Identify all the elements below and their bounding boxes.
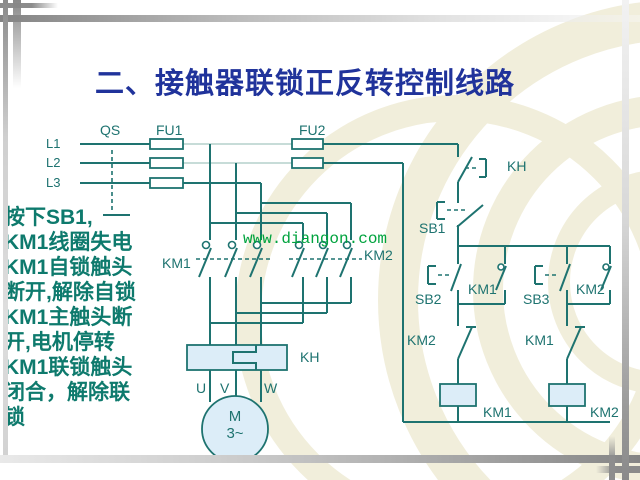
label-sb3: SB3 <box>523 291 550 307</box>
label-u: U <box>196 380 207 396</box>
label-km1-main: KM1 <box>162 255 191 271</box>
frame-bar <box>3 0 8 456</box>
label-km2-coil: KM2 <box>590 404 619 420</box>
note-line: 断开,解除自锁 <box>4 281 136 304</box>
label-w: W <box>264 380 278 396</box>
power-circuit <box>80 138 458 463</box>
frame-bar <box>0 3 58 8</box>
label-km2-interlock: KM2 <box>407 332 436 348</box>
note-line: KM1线圈失电 <box>4 231 133 254</box>
label-km1-coil: KM1 <box>483 404 512 420</box>
label-km2-aux: KM2 <box>576 281 605 297</box>
note-text: 按下SB1, KM1线圈失电 KM1自锁触头 断开,解除自锁 KM1主触头断 开… <box>4 205 176 430</box>
frame-bar <box>609 436 615 480</box>
label-fu2: FU2 <box>299 122 326 138</box>
label-motor-phase: 3~ <box>226 425 244 442</box>
note-line: 按下SB1, <box>4 206 93 229</box>
note-line: 开,电机停转 <box>4 331 115 354</box>
label-motor: M 3~ <box>202 408 268 442</box>
label-km2-main: KM2 <box>364 247 393 263</box>
slide-title: 二、接触器联锁正反转控制线路 <box>94 68 515 100</box>
frame-bar <box>622 0 629 480</box>
note-line: 锁 <box>4 406 25 429</box>
note-line: 闭合，解除联 <box>4 381 130 404</box>
frame-bar <box>596 466 640 473</box>
note-line: KM1主触头断 <box>4 306 133 329</box>
frame-bar <box>13 0 21 88</box>
label-fu1: FU1 <box>156 122 183 138</box>
note-line: KM1联锁触头 <box>4 356 133 379</box>
label-qs: QS <box>100 122 121 138</box>
label-motor-m: M <box>228 408 242 425</box>
label-l3: L3 <box>46 175 61 190</box>
note-line: KM1自锁触头 <box>4 256 133 279</box>
label-v: V <box>220 380 230 396</box>
control-circuit <box>402 144 612 423</box>
label-km1-interlock: KM1 <box>525 332 554 348</box>
label-l1: L1 <box>46 136 61 151</box>
label-sb1: SB1 <box>419 220 446 236</box>
label-kh-ctrl: KH <box>507 158 527 174</box>
label-kh-main: KH <box>300 349 320 365</box>
frame-bar <box>0 15 640 22</box>
label-l2: L2 <box>46 155 61 170</box>
label-sb2: SB2 <box>415 291 442 307</box>
label-km1-aux: KM1 <box>468 281 497 297</box>
frame-bar <box>0 455 640 463</box>
watermark-text: www.diangon.com <box>243 230 388 248</box>
